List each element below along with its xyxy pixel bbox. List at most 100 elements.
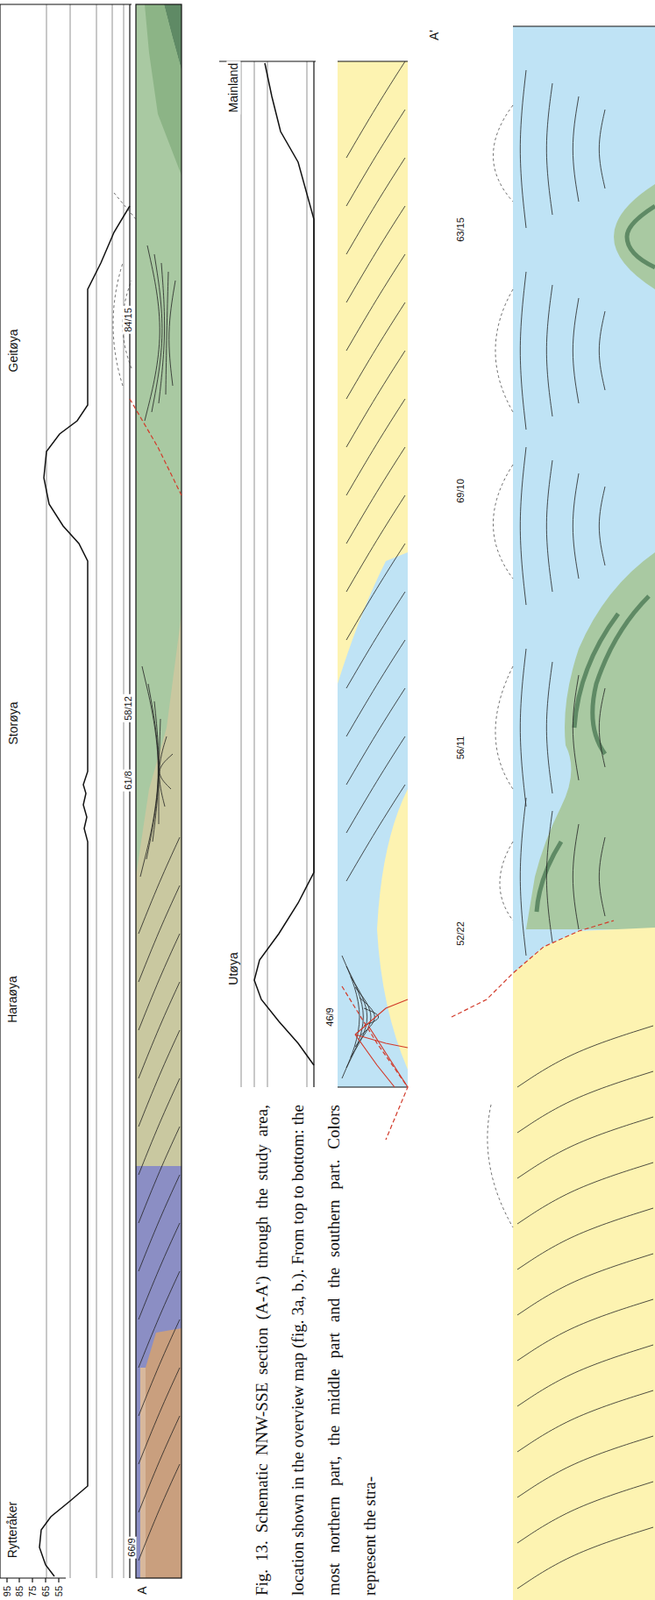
topo-grid <box>70 4 72 1579</box>
dip-reading: 46/9 <box>324 1005 335 1028</box>
axis-value: 75 <box>27 1584 38 1599</box>
bedding-trace <box>140 666 158 877</box>
bedding-trace <box>138 837 180 934</box>
cross-section-middle <box>337 1086 408 1088</box>
bedding-trace <box>138 1126 180 1224</box>
bedding-trace <box>138 1464 180 1561</box>
bedding-traces-north <box>138 245 180 1561</box>
fault-line <box>355 999 408 1035</box>
bedding-trace <box>138 1174 180 1272</box>
bedding-trace <box>519 447 527 606</box>
bedding-trace <box>138 1223 180 1320</box>
topo-frame <box>6 1578 8 1583</box>
fault-line <box>341 986 408 1140</box>
fault-line <box>355 1034 395 1088</box>
topo-grid <box>267 61 269 1088</box>
fold-axis-traces <box>113 263 123 386</box>
bedding-trace <box>519 271 527 430</box>
bedding-trace <box>598 486 606 566</box>
bedding-trace <box>138 1416 180 1513</box>
fold-axis-traces <box>495 666 513 790</box>
marker-bed <box>536 206 655 912</box>
dip-reading: 58/12 <box>122 694 134 723</box>
cross-section-middle <box>337 61 408 1088</box>
fold-axis-traces <box>495 289 513 413</box>
cross-section-north <box>140 1367 146 1579</box>
bedding-trace <box>572 675 579 781</box>
bedding-trace <box>346 206 406 303</box>
cross-section-south <box>526 552 655 930</box>
dip-reading: 52/22 <box>455 919 466 948</box>
bedding-trace <box>598 311 606 391</box>
cross-section-middle <box>337 61 408 1088</box>
place-name: Utøya <box>226 950 241 987</box>
bedding-trace <box>572 824 579 930</box>
topo-frame <box>0 4 132 1583</box>
bedding-trace <box>346 254 406 351</box>
bedding-trace <box>519 797 527 956</box>
bedding-trace <box>572 298 579 404</box>
dip-reading: 56/11 <box>455 734 466 762</box>
topo-frame <box>219 61 316 1088</box>
bedding-trace <box>138 982 180 1079</box>
cross-section-south <box>512 26 655 1600</box>
bedding-trace <box>346 736 406 833</box>
topo-grid <box>112 4 114 1579</box>
bedding-trace <box>346 640 406 737</box>
cross-section-north <box>135 4 182 1579</box>
bedding-trace <box>546 83 553 215</box>
fault-line <box>341 986 408 1140</box>
bedding-trace <box>346 157 406 255</box>
fold-axis-traces <box>493 464 514 579</box>
section-end: A <box>135 1584 150 1596</box>
dip-reading: 61/8 <box>122 768 134 791</box>
bedding-trace <box>346 61 406 158</box>
fold-axis-traces <box>499 841 513 921</box>
bedding-trace <box>546 811 553 943</box>
bedding-trace <box>158 263 165 404</box>
axis-value: 85 <box>14 1584 25 1599</box>
marker-bed <box>536 841 562 912</box>
cross-section-north <box>135 1166 182 1579</box>
bedding-trace <box>350 976 368 1058</box>
bedding-trace <box>519 648 527 807</box>
bedding-trace <box>169 280 176 386</box>
bedding-trace <box>346 447 406 544</box>
cross-section-middle <box>337 552 408 1088</box>
fault-line <box>129 398 182 496</box>
dip-reading: 84/15 <box>122 306 134 335</box>
topographic-profile <box>39 206 130 1577</box>
bedding-trace <box>159 736 167 807</box>
cross-section-north <box>135 4 182 1579</box>
topo-frame <box>18 1578 20 1583</box>
cross-section-north <box>144 4 182 176</box>
bedding-traces-middle <box>341 61 406 1079</box>
place-name: Rytteråker <box>5 1500 20 1561</box>
figure-caption: Fig. 13. Schematic NNW-SSE section (A-A'… <box>243 1104 388 1596</box>
topographic-profile <box>254 63 314 1066</box>
bedding-trace <box>546 662 553 794</box>
bedding-trace <box>152 701 159 842</box>
topo-frame <box>57 1578 59 1583</box>
bedding-trace <box>346 109 406 207</box>
place-name: Mainland <box>226 61 241 115</box>
dip-reading: 69/10 <box>455 477 466 506</box>
bedding-trace <box>546 284 553 417</box>
cross-section-middle <box>337 60 408 62</box>
axis-value: 55 <box>53 1584 65 1599</box>
bedding-trace <box>346 543 406 641</box>
bedding-trace <box>138 1319 180 1417</box>
bedding-trace <box>138 933 180 1031</box>
bedding-trace <box>138 1078 180 1175</box>
bedding-trace <box>346 350 406 448</box>
bedding-trace <box>598 109 606 189</box>
bedding-trace <box>546 460 553 592</box>
topo-grid <box>96 4 98 1579</box>
bedding-trace <box>359 997 375 1037</box>
cross-section-north <box>135 4 182 1579</box>
dip-reading: 63/15 <box>455 215 466 244</box>
bedding-trace <box>146 683 159 860</box>
bedding-trace <box>572 473 579 579</box>
bedding-trace <box>138 885 180 983</box>
dip-reading: 66/9 <box>126 1536 137 1559</box>
